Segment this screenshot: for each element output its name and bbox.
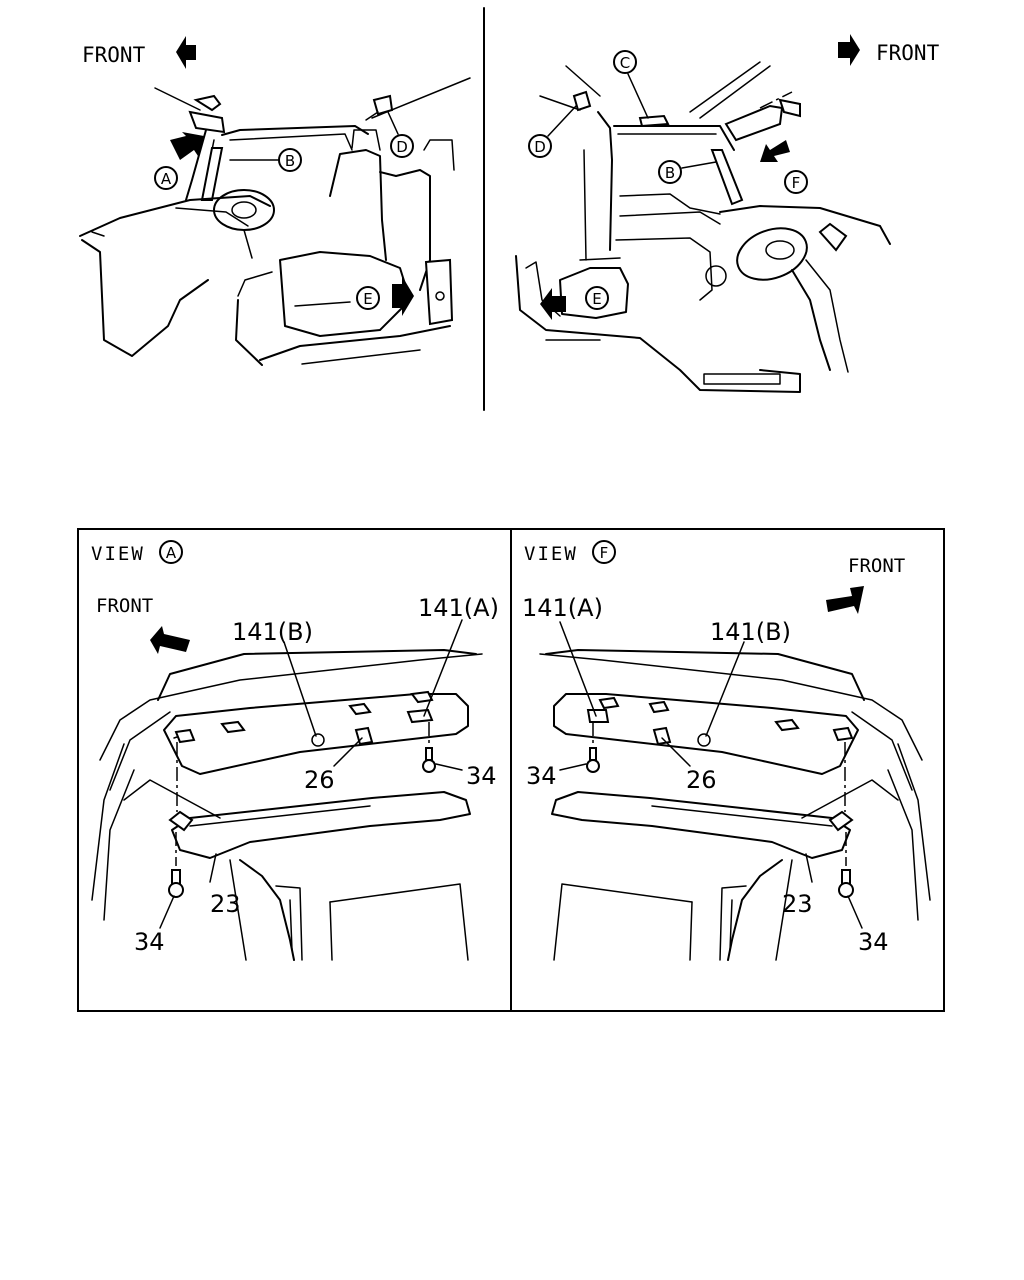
front-arrow-icon [150,626,190,654]
callout-c: C [620,54,630,72]
part-34-label: 34 [526,762,557,790]
part-141b-label: 141(B) [710,618,791,646]
part-34-label: 34 [466,762,497,790]
view-f-panel: VIEW F FRONT [522,540,931,961]
part-23-label: 23 [210,890,241,918]
top-left-illustration: FRONT [79,36,471,366]
view-f-front-label: FRONT [848,555,905,577]
front-label: FRONT [876,41,940,65]
part-26-label: 26 [304,766,335,794]
part-23-label: 23 [782,890,813,918]
view-f-title-circle: F [600,544,609,562]
part-141a-label: 141(A) [522,594,603,622]
part-141a-label: 141(A) [418,594,499,622]
view-a-panel: VIEW A FRONT [91,540,499,961]
callout-e: E [592,290,601,308]
front-arrow-left-icon [176,36,196,69]
callout-b: B [665,164,675,182]
callout-f: F [792,174,801,192]
view-a-title-circle: A [166,544,177,562]
part-26-label: 26 [686,766,717,794]
part-34-label: 34 [134,928,165,956]
front-arrow-icon [826,586,864,614]
top-right-illustration: FRONT [515,34,940,393]
front-arrow-right-icon [838,34,860,66]
callout-d: D [534,138,546,156]
callout-a: A [161,170,172,188]
callout-e: E [363,290,372,308]
part-34-label: 34 [858,928,889,956]
callout-d: D [396,138,408,156]
view-a-title: VIEW [91,543,145,565]
view-f-title: VIEW [524,543,578,565]
part-141b-label: 141(B) [232,618,313,646]
front-label: FRONT [82,43,146,67]
view-a-front-label: FRONT [96,595,153,617]
callout-b: B [285,152,295,170]
